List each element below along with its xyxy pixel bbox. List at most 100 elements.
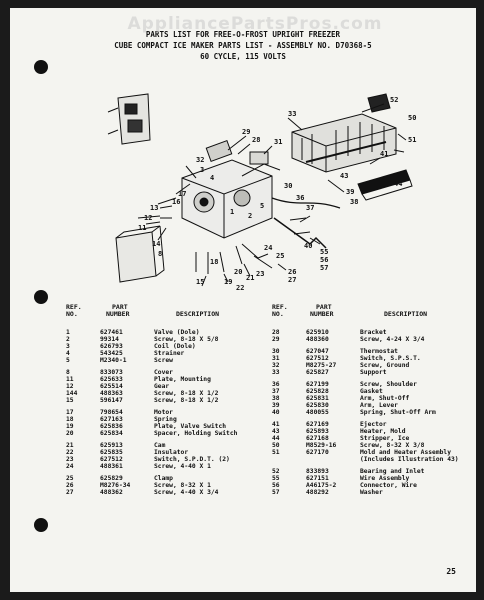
part-ref: 31 <box>272 354 280 362</box>
part-ref: 4 <box>66 350 70 358</box>
callout-label: 2 <box>248 212 252 220</box>
parts-row: 43 625893 Heater, Mold <box>272 428 472 435</box>
part-number: M8276-34 <box>100 481 131 489</box>
callout-label: 8 <box>158 250 162 258</box>
part-ref: 22 <box>66 448 74 456</box>
part-number: 627151 <box>306 474 329 482</box>
callout-label: 33 <box>288 110 296 118</box>
part-ref: 57 <box>272 488 280 496</box>
callout-label: 39 <box>346 188 354 196</box>
callout-label: 16 <box>172 198 180 206</box>
part-number: 627047 <box>306 347 329 355</box>
callout-label: 55 <box>320 248 328 256</box>
part-number: 625836 <box>100 423 123 431</box>
part-description: Motor <box>154 408 173 416</box>
part-ref: 25 <box>66 474 74 482</box>
part-description: Switch, S.P.D.T. (2) <box>154 456 230 463</box>
part-ref: 2 <box>66 336 70 344</box>
callout-label: 25 <box>276 252 284 260</box>
part-description: Cover <box>154 368 173 376</box>
parts-row: 2 99314 Screw, 8-18 X 5/8 <box>66 336 266 343</box>
part-description: Screw, 8-32 X 1 <box>154 481 211 489</box>
part-ref: 26 <box>66 481 74 489</box>
callout-label: 29 <box>242 128 250 136</box>
part-ref: 20 <box>66 430 74 438</box>
part-ref: 24 <box>66 463 74 471</box>
part-number: 543425 <box>100 350 123 358</box>
part-number: 627163 <box>100 416 123 424</box>
callout-label: 31 <box>274 138 282 146</box>
callout-label: 36 <box>296 194 304 202</box>
part-number: 625830 <box>306 401 329 409</box>
part-description: Heater, Mold <box>360 427 406 435</box>
part-description: Screw, 4-40 X 3/4 <box>154 488 219 496</box>
callout-label: 19 <box>224 278 232 286</box>
part-number: 480055 <box>306 408 329 416</box>
callout-label: 50 <box>408 114 416 122</box>
part-number: 99314 <box>100 336 119 344</box>
callout-label: 17 <box>178 190 186 198</box>
part-ref: 55 <box>272 474 280 482</box>
ice-mold <box>291 113 397 173</box>
callout-label: 27 <box>288 276 296 284</box>
part-description: Connector, Wire <box>360 481 417 489</box>
punch-hole-middle <box>34 290 48 304</box>
punch-hole-bottom <box>34 518 48 532</box>
parts-row: 11 625633 Plate, Mounting <box>66 376 266 383</box>
part-number: 488362 <box>100 488 123 496</box>
valve-bracket <box>117 93 151 145</box>
part-ref: 11 <box>66 376 74 384</box>
part-number: 625893 <box>306 427 329 435</box>
part-description: Strainer <box>154 350 185 358</box>
part-ref: 28 <box>272 329 280 336</box>
callout-label: 24 <box>264 244 272 252</box>
part-description: Insulator <box>154 448 189 456</box>
part-description: Screw <box>154 357 173 365</box>
part-description: Arm, Lever <box>360 401 398 409</box>
part-number: 625829 <box>100 474 123 482</box>
part-description: Washer <box>360 488 383 496</box>
header-voltage: 60 CYCLE, 115 VOLTS <box>200 52 286 61</box>
callout-label: 43 <box>340 172 348 180</box>
part-number: 625828 <box>306 387 329 395</box>
part-ref: 12 <box>66 383 74 391</box>
callout-label: 28 <box>252 136 260 144</box>
part-ref: 44 <box>272 434 280 442</box>
callout-label: 13 <box>150 204 158 212</box>
part-description: Plate, Mounting <box>154 376 211 384</box>
callout-label: 26 <box>288 268 296 276</box>
part-ref: 43 <box>272 427 280 435</box>
motor-housing <box>181 159 273 239</box>
col-ref-right: REF.NO. <box>272 303 288 318</box>
callout-label: 30 <box>284 182 292 190</box>
callout-label: 3 <box>200 166 204 174</box>
part-ref: 32 <box>272 361 280 369</box>
part-number: 625835 <box>100 448 123 456</box>
part-description: Screw, 8-18 X 5/8 <box>154 336 219 344</box>
part-description: Cam <box>154 441 166 449</box>
part-description: Support <box>360 368 387 376</box>
part-number: 625633 <box>100 376 123 384</box>
part-number: 627168 <box>306 434 329 442</box>
part-number: 833073 <box>100 368 123 376</box>
part-number: 625514 <box>100 383 123 391</box>
page-number: 25 <box>446 567 456 576</box>
part-ref: 17 <box>66 408 74 416</box>
part-number: M2340-1 <box>100 357 127 365</box>
part-description: Screw, 8-18 X 1/2 <box>154 390 219 398</box>
part-ref: 33 <box>272 368 280 376</box>
part-ref: 52 <box>272 467 280 475</box>
part-number: 627512 <box>306 354 329 362</box>
part-number: 596147 <box>100 397 123 405</box>
